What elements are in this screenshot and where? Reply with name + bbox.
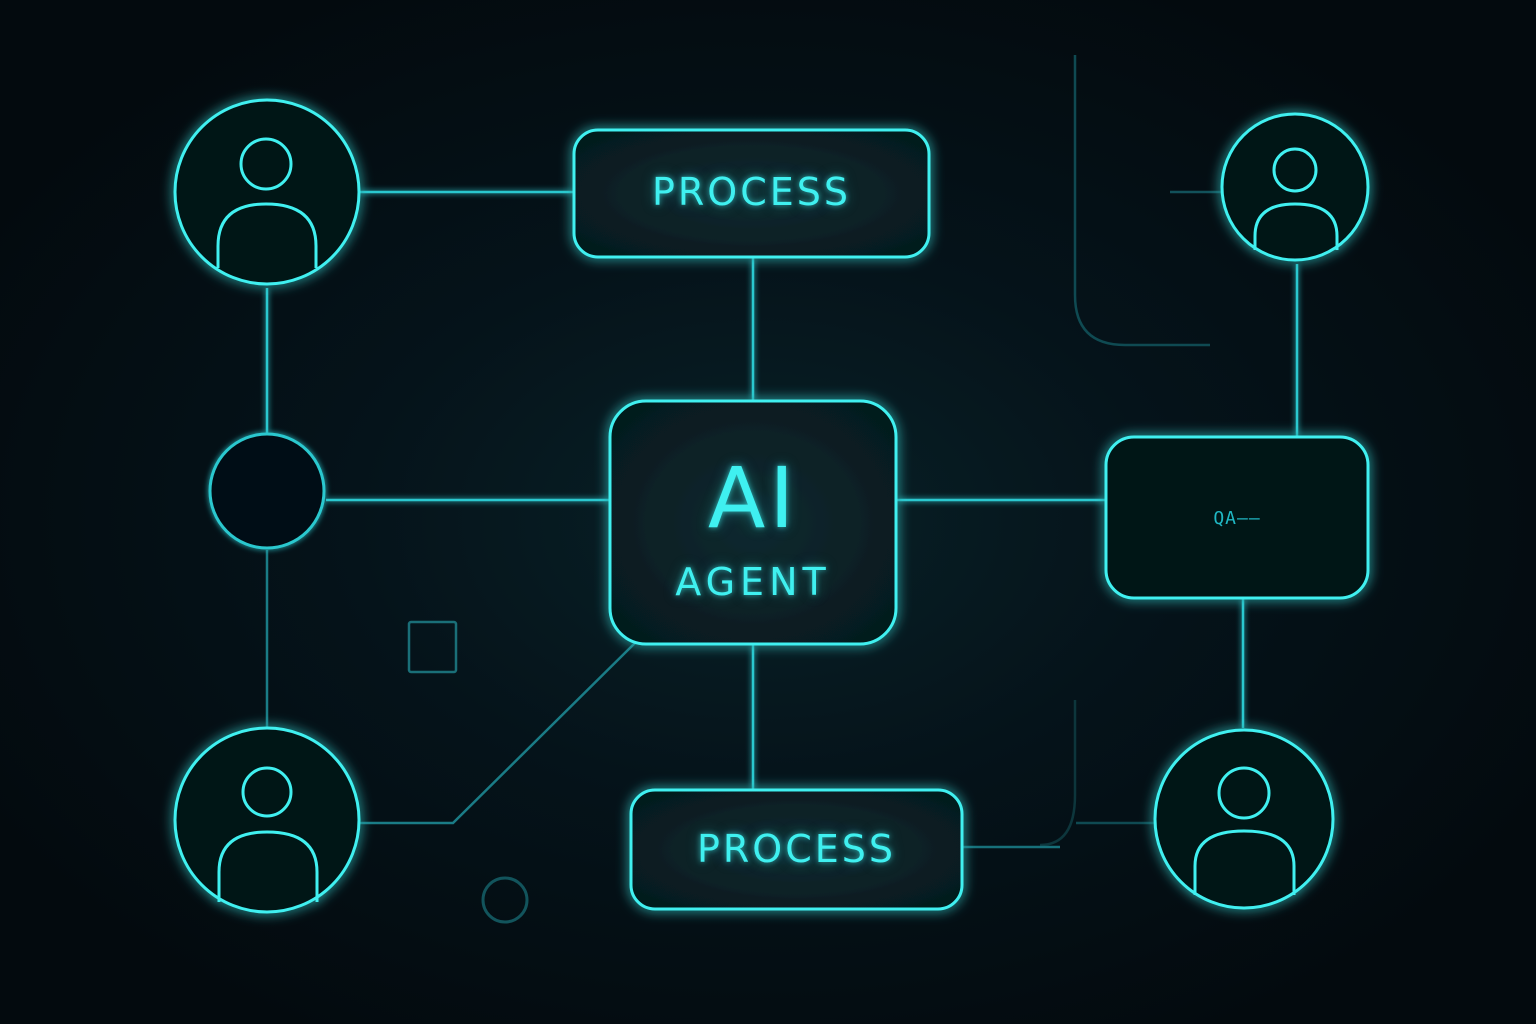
- right-box-node[interactable]: [1104, 435, 1370, 600]
- user-icon: [1253, 147, 1339, 250]
- user-bottom-right-node[interactable]: [1153, 728, 1335, 910]
- process-bottom-node[interactable]: [629, 788, 964, 911]
- user-icon: [1193, 766, 1296, 895]
- connectors: [265, 190, 1299, 790]
- process-top-node[interactable]: [572, 128, 931, 259]
- user-bottom-left-node[interactable]: [173, 726, 361, 914]
- background-traces: [1039, 55, 1222, 847]
- square-outline-icon: [407, 620, 458, 674]
- connector-user-bl-to-agent: [358, 641, 637, 825]
- ai-agent-node[interactable]: [608, 399, 898, 646]
- circle-outline-icon: [481, 876, 529, 924]
- dim-connectors: [265, 550, 1060, 849]
- hub-circle-node[interactable]: [208, 432, 326, 550]
- user-icon: [216, 137, 318, 268]
- user-top-left-node[interactable]: [173, 98, 361, 286]
- user-top-right-node[interactable]: [1220, 112, 1370, 262]
- user-icon: [217, 766, 319, 902]
